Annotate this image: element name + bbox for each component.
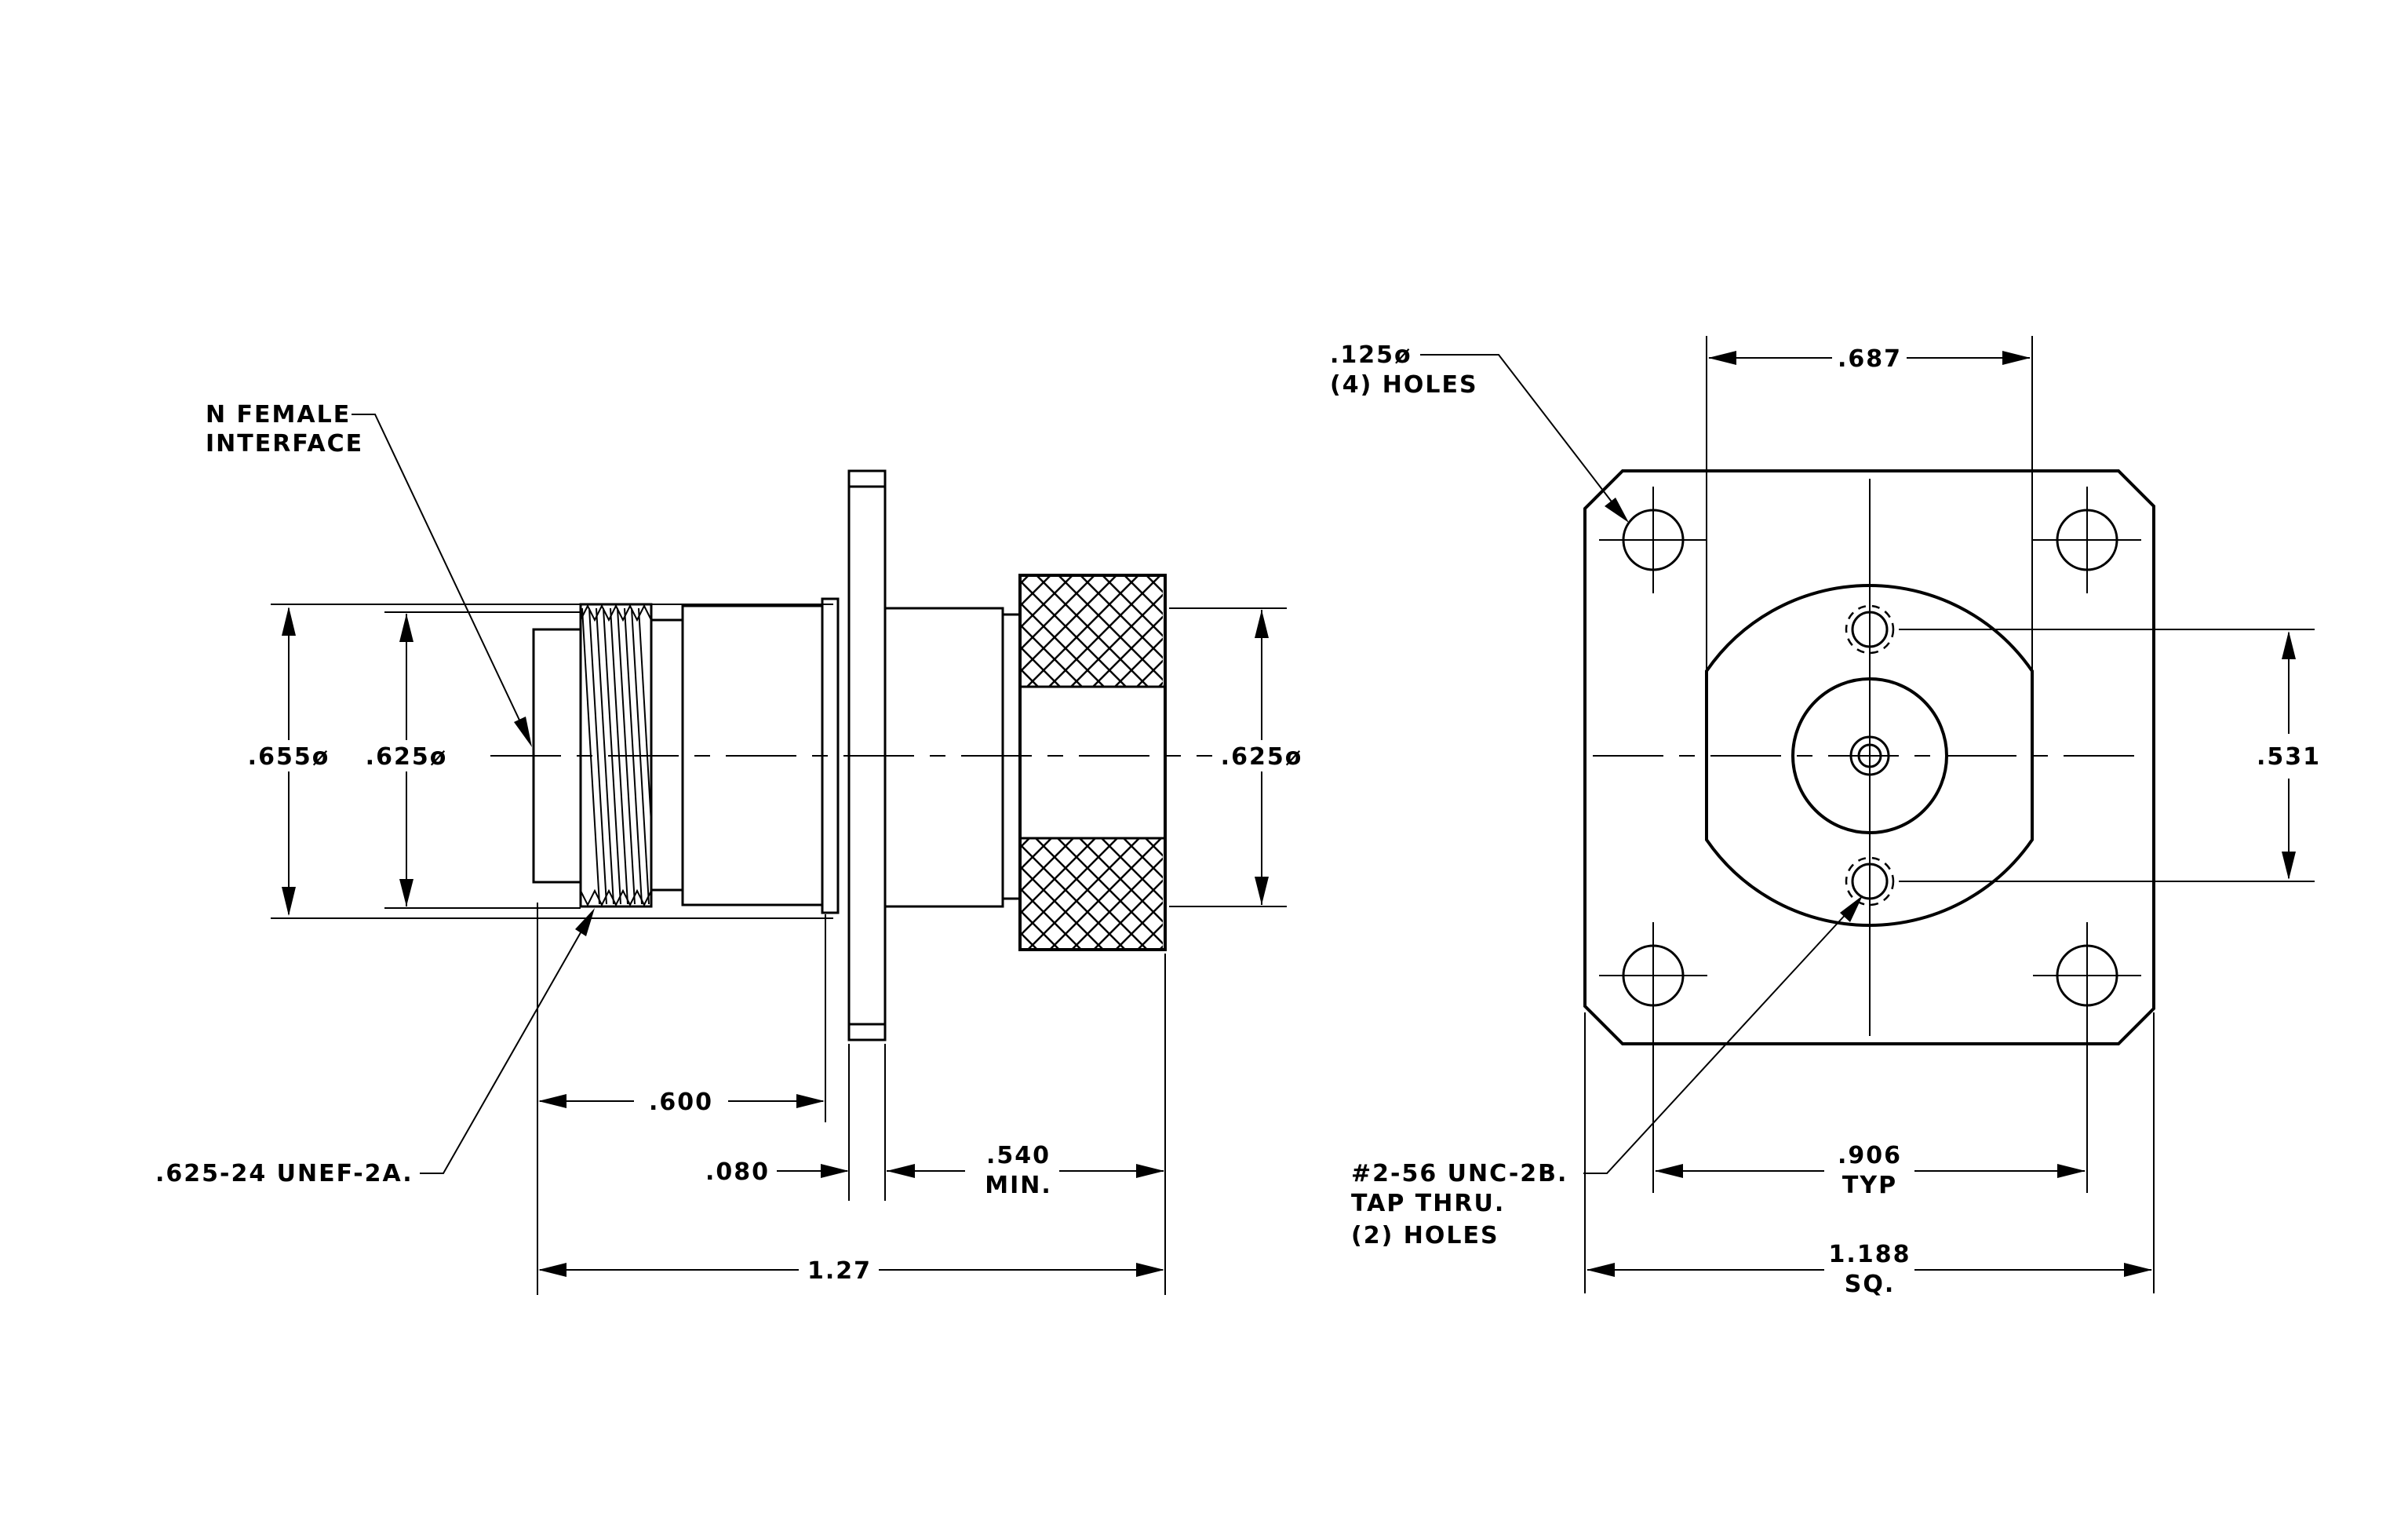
dim-top-spacing: .687 xyxy=(1708,345,2031,373)
mount-holes-label-line1: .125ø xyxy=(1330,341,1412,369)
body-circle xyxy=(1705,584,2034,927)
dim-outer-dia: .655ø xyxy=(243,607,337,916)
mount-hole-tl xyxy=(1599,487,1707,593)
dim-overall-length-text: 1.27 xyxy=(807,1257,872,1285)
dim-rear-length-text: .540 xyxy=(986,1142,1051,1169)
front-view: .531 .687 .125ø (4) HOLES xyxy=(1330,336,2321,1298)
dim-overall-length: 1.27 xyxy=(538,1257,1164,1285)
dim-flange-thickness-text: .080 xyxy=(705,1158,770,1186)
dim-hole-spacing: .906 TYP xyxy=(1655,1142,2086,1199)
flange-outline xyxy=(1583,469,2155,1045)
mount-hole-tr xyxy=(2033,487,2141,593)
dim-rear-length-note: MIN. xyxy=(985,1172,1052,1199)
dim-tap-spacing: .531 xyxy=(2257,631,2321,880)
tap-holes-label-line3: (2) HOLES xyxy=(1351,1222,1499,1249)
tap-hole-top xyxy=(1845,604,1895,655)
dim-top-spacing-text: .687 xyxy=(1838,345,1902,373)
dim-nut-dia: .625ø xyxy=(1212,610,1311,905)
dim-outer-dia-text: .655ø xyxy=(248,743,330,771)
dim-flange-thickness: .080 xyxy=(705,1158,965,1186)
dim-rear-length: .540 MIN. xyxy=(985,1142,1164,1199)
rear-body xyxy=(883,607,1004,908)
dim-flange-square-note: SQ. xyxy=(1845,1271,1896,1298)
dim-front-length: .600 xyxy=(538,1089,825,1116)
dim-front-length-text: .600 xyxy=(649,1089,713,1116)
tap-holes-callout: #2-56 UNC-2B. TAP THRU. (2) HOLES xyxy=(1351,895,1863,1249)
mount-holes-label-line2: (4) HOLES xyxy=(1330,371,1478,399)
interface-label-line2: INTERFACE xyxy=(206,430,363,458)
tap-holes-label-line2: TAP THRU. xyxy=(1351,1190,1505,1217)
tap-hole-bottom xyxy=(1845,856,1895,906)
body-step xyxy=(821,597,840,914)
dim-nut-dia-text: .625ø xyxy=(1221,743,1303,771)
tap-holes-label-line1: #2-56 UNC-2B. xyxy=(1351,1160,1568,1187)
dim-flange-square: 1.188 SQ. xyxy=(1587,1241,2152,1298)
dim-inner-dia: .625ø xyxy=(361,614,455,906)
thread-label: .625-24 UNEF-2A. xyxy=(155,1160,413,1187)
knurled-nut xyxy=(1018,574,1167,951)
dim-hole-spacing-note: TYP xyxy=(1842,1172,1897,1199)
dim-inner-dia-text: .625ø xyxy=(366,743,448,771)
interface-callout: N FEMALE INTERFACE xyxy=(206,401,532,747)
dim-hole-spacing-text: .906 xyxy=(1838,1142,1902,1169)
thread-callout: .625-24 UNEF-2A. xyxy=(155,908,595,1187)
dim-tap-spacing-text: .531 xyxy=(2257,743,2321,771)
interface-label-line1: N FEMALE xyxy=(206,401,351,429)
dim-flange-square-text: 1.188 xyxy=(1829,1241,1911,1268)
mount-holes-callout: .125ø (4) HOLES xyxy=(1330,341,1629,523)
side-view: .655ø .625ø .625ø N FEMALE INTERFACE xyxy=(155,401,1311,1295)
